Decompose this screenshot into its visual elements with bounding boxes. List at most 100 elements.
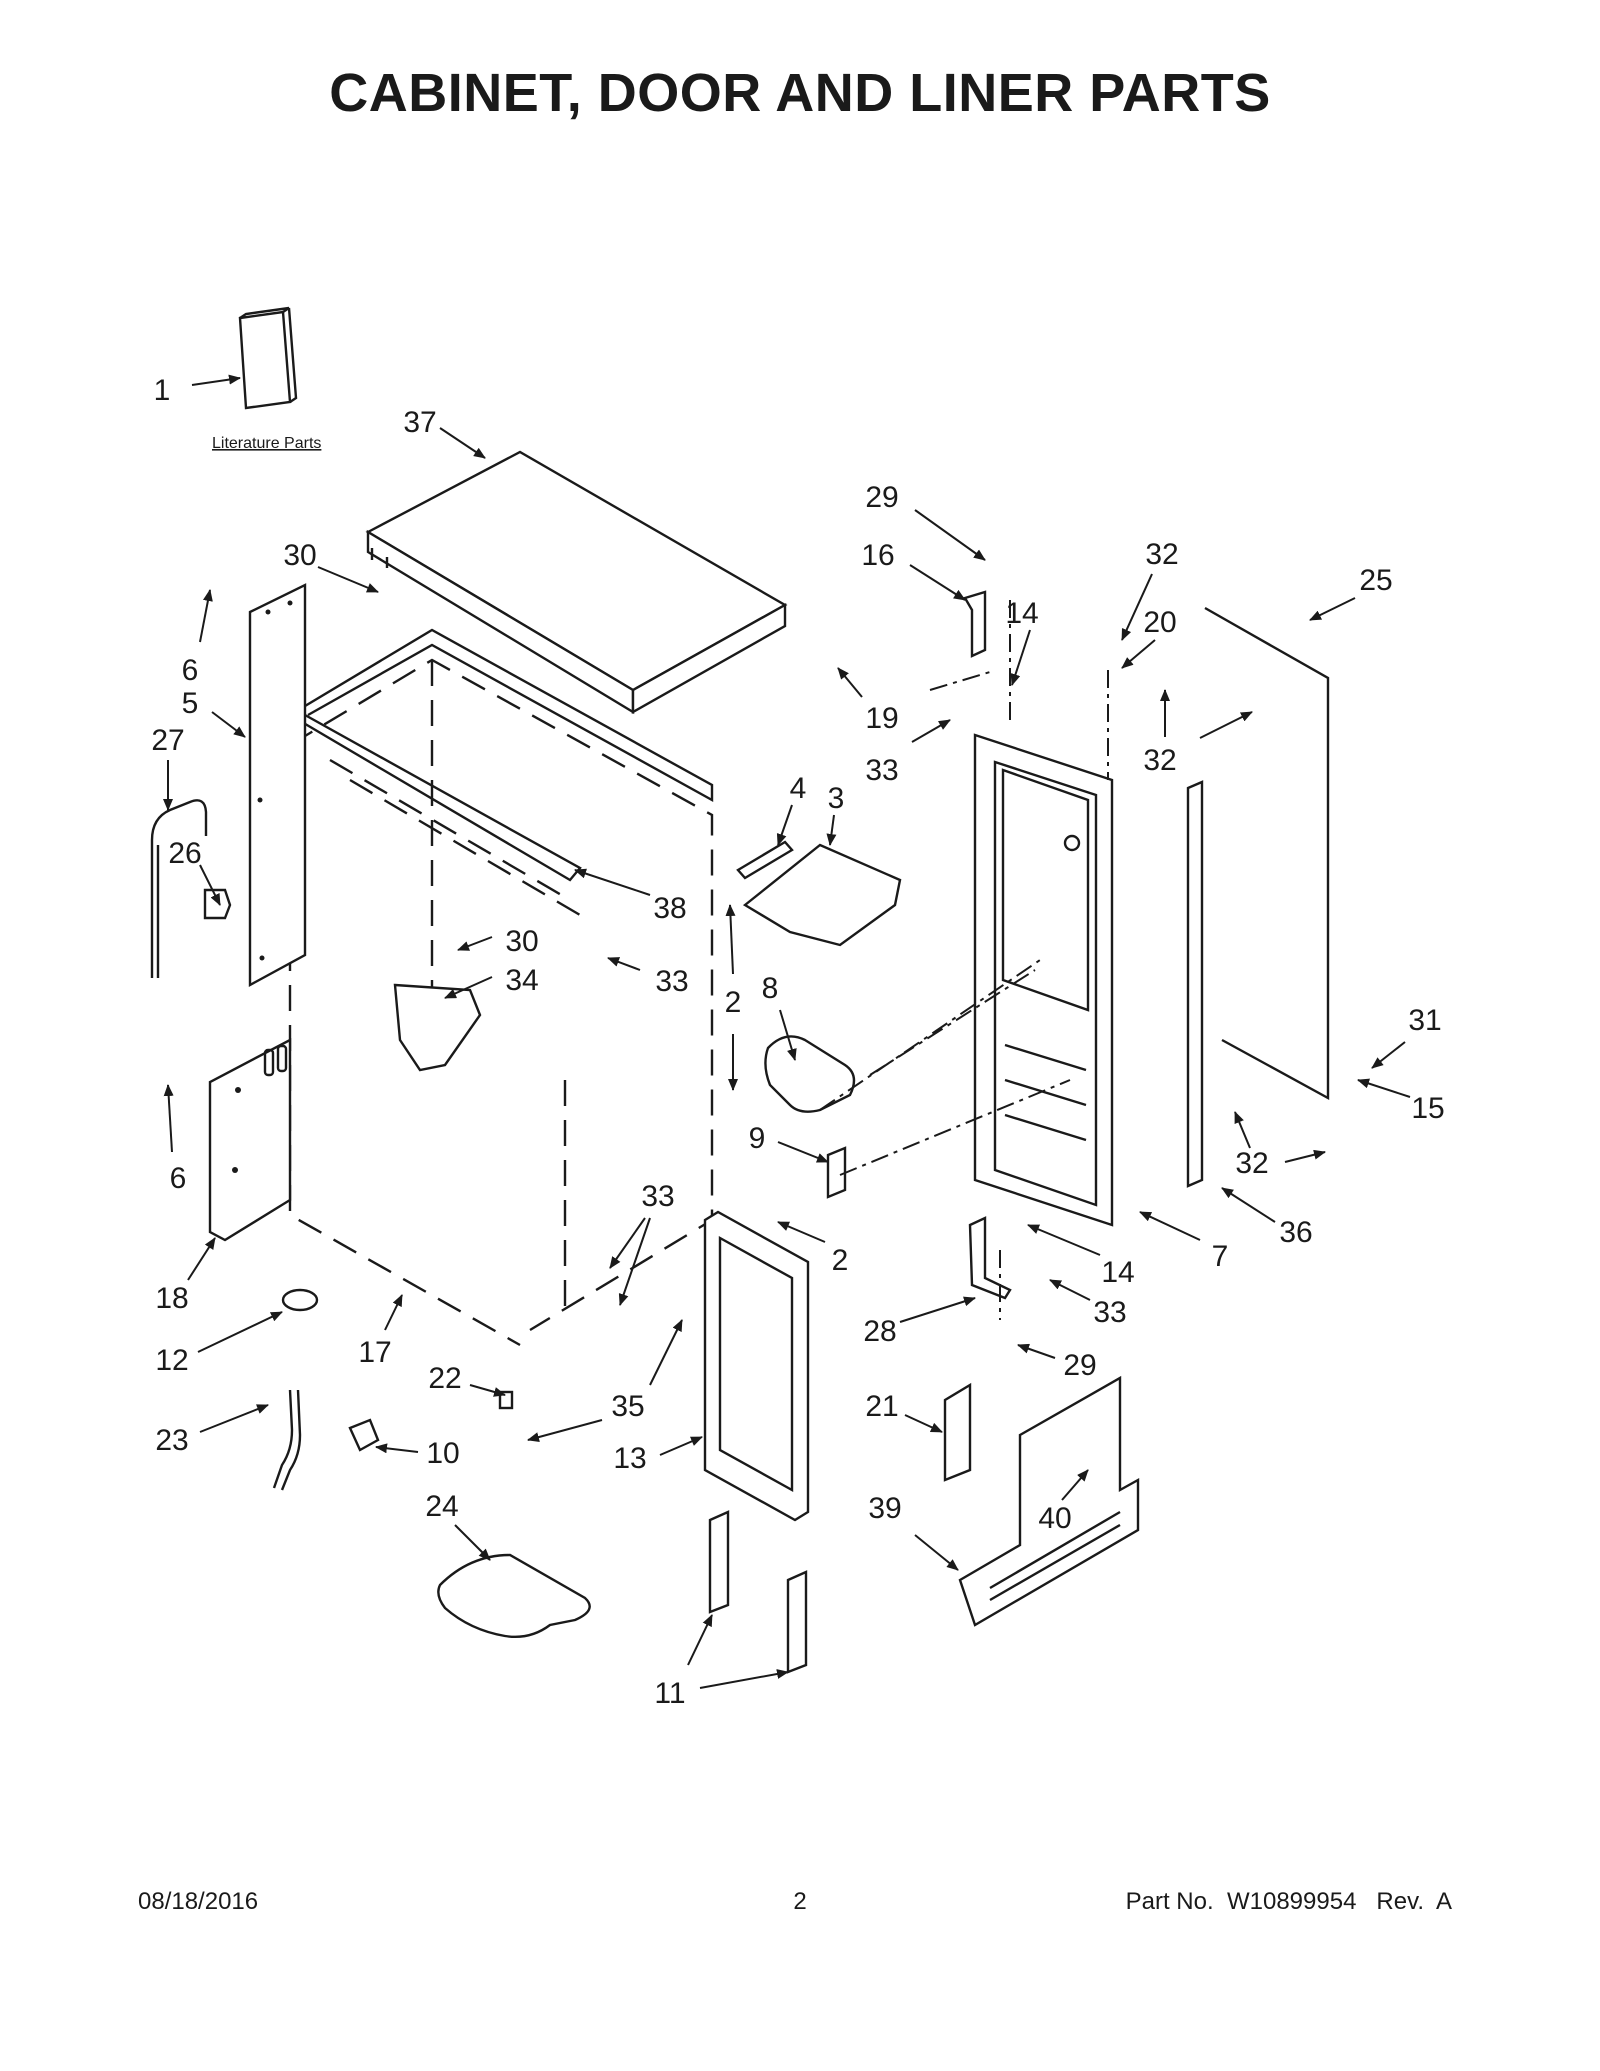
leader-c14b (1027, 1224, 1101, 1256)
page-title: CABINET, DOOR AND LINER PARTS (329, 63, 1271, 123)
callout-c33b: 33 (865, 754, 898, 787)
callout-c23: 23 (155, 1424, 188, 1457)
leader-c32c (1199, 711, 1253, 739)
callout-c32b: 32 (1143, 744, 1176, 777)
callout-c6a: 6 (182, 654, 199, 687)
footer-part-number: Part No. W10899954 Rev. A (1125, 1888, 1452, 1915)
callout-c29a: 29 (865, 481, 898, 514)
leader-c2b (777, 1221, 826, 1243)
leader-c12 (197, 1311, 283, 1353)
callout-c19: 19 (865, 702, 898, 735)
callout-c12: 12 (155, 1344, 188, 1377)
leader-c32e (1284, 1149, 1326, 1163)
callout-c5: 5 (182, 687, 199, 720)
callout-c40: 40 (1038, 1502, 1071, 1535)
leader-c22 (469, 1384, 506, 1397)
callout-c37: 37 (403, 406, 436, 439)
drain-pan (437, 1553, 591, 1639)
leader-c16 (909, 564, 966, 601)
leader-c32a (1121, 573, 1153, 641)
left-side-panel (248, 583, 307, 988)
leader-c23 (199, 1404, 269, 1433)
callout-c11: 11 (654, 1677, 685, 1710)
leader-c33d (609, 1217, 646, 1269)
callout-c20: 20 (1143, 606, 1176, 639)
callout-c32d: 32 (1235, 1147, 1268, 1180)
top-panel (365, 450, 788, 715)
leader-c5 (211, 711, 246, 738)
drain-hose (272, 1389, 302, 1491)
leader-c38 (574, 868, 651, 896)
callout-c18: 18 (155, 1282, 188, 1315)
door-switch (826, 1146, 847, 1199)
kickplate (958, 1375, 1140, 1627)
callout-c7: 7 (1212, 1240, 1229, 1273)
callout-c36: 36 (1279, 1216, 1312, 1249)
callout-c29b: 29 (1063, 1349, 1096, 1382)
leader-c33a (607, 957, 641, 971)
literature-parts-label: Literature Parts (212, 435, 321, 452)
callout-c25: 25 (1359, 564, 1392, 597)
footer-page-number: 2 (793, 1888, 807, 1915)
footer-date: 08/18/2016 (138, 1888, 259, 1915)
callout-c9: 9 (749, 1122, 766, 1155)
leader-c29b (1017, 1343, 1056, 1359)
leader-c17 (384, 1294, 403, 1331)
callout-c13: 13 (613, 1442, 646, 1475)
leader-c10 (375, 1443, 419, 1454)
callout-c1: 1 (154, 374, 171, 407)
leader-c11b (699, 1669, 789, 1689)
deflector (742, 843, 902, 947)
leader-c26 (199, 864, 221, 906)
callout-c16: 16 (861, 539, 894, 572)
callout-c33d: 33 (641, 1180, 674, 1213)
leader-c2a (725, 904, 736, 975)
callout-c24: 24 (425, 1490, 458, 1523)
pin (736, 840, 794, 880)
leader-c35 (527, 1419, 603, 1442)
gasket-strip (1186, 780, 1204, 1188)
leader-c13 (659, 1436, 703, 1456)
callout-c33a: 33 (655, 965, 688, 998)
leader-c31 (1371, 1041, 1406, 1069)
callout-c15: 15 (1411, 1092, 1444, 1125)
leader-c33e (618, 1217, 651, 1306)
leader-c32d (1234, 1111, 1251, 1149)
drain-tube (150, 799, 208, 978)
leader-c25 (1309, 597, 1356, 621)
leader-c29a (914, 509, 986, 561)
callout-c34: 34 (505, 964, 538, 997)
leader-c20 (1121, 639, 1156, 669)
callout-c33c: 33 (1093, 1296, 1126, 1329)
callout-c22: 22 (428, 1362, 461, 1395)
leader-c37 (439, 427, 486, 459)
callout-c4: 4 (790, 772, 807, 805)
leader-c33b (911, 719, 951, 743)
leader-c30b (457, 936, 493, 951)
leader-c7 (1139, 1211, 1201, 1241)
callout-c6b: 6 (170, 1162, 187, 1195)
door (973, 733, 1114, 1227)
callout-c30a: 30 (283, 539, 316, 572)
leader-c4 (776, 804, 793, 846)
leader-c24 (454, 1524, 491, 1561)
callout-c28: 28 (863, 1315, 896, 1348)
leader-c14a (1010, 629, 1031, 686)
lower-hinge (968, 1216, 1012, 1300)
leader-c6a (199, 589, 213, 643)
leader-c8 (779, 1009, 797, 1061)
leader-c34 (444, 976, 493, 999)
callout-c26: 26 (168, 837, 201, 870)
callout-c17: 17 (358, 1336, 391, 1369)
callout-c32a: 32 (1145, 538, 1178, 571)
leader-c21 (904, 1414, 943, 1433)
liner-frame (703, 1210, 810, 1522)
callout-c38: 38 (653, 892, 686, 925)
leader-c33c (1049, 1279, 1091, 1301)
leader-c1 (191, 374, 241, 386)
callout-c8: 8 (762, 972, 779, 1005)
callout-c35: 35 (611, 1390, 644, 1423)
leader-c28 (899, 1296, 976, 1323)
